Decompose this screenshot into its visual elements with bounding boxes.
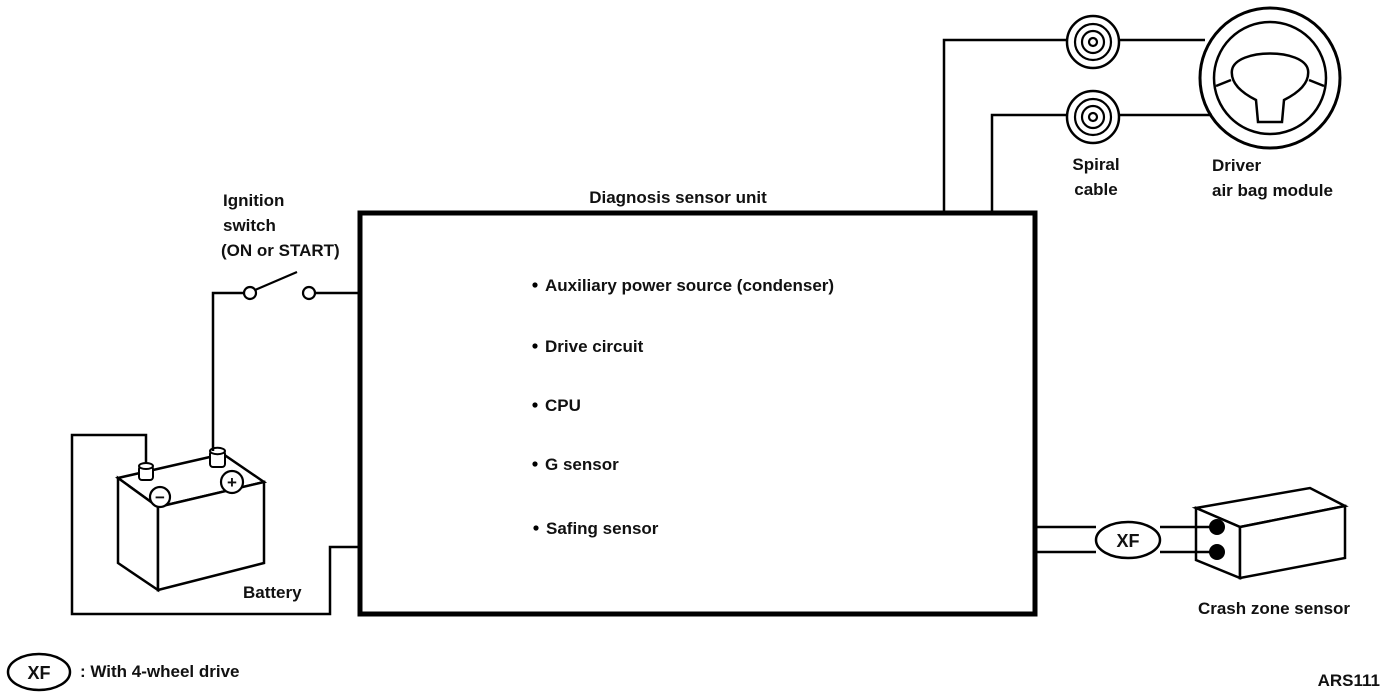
- battery-minus-symbol: −: [155, 488, 165, 507]
- spiral-cable-lower-icon: [1065, 89, 1121, 145]
- minus-sign-icon: [148, 485, 172, 509]
- air-bag-module-label-line2: air bag module: [1212, 181, 1333, 200]
- figure-code: ARS111: [1318, 671, 1380, 690]
- sensor-terminal-lower: [1209, 544, 1225, 560]
- switch-lever: [254, 270, 298, 292]
- ignition-switch: Ignition switch (ON or START): [221, 191, 340, 301]
- bullet-icon: [532, 402, 538, 408]
- legend-xf-symbol-label: XF: [27, 663, 50, 683]
- wheel-spoke-right: [1308, 78, 1325, 88]
- battery-negative-terminal: [138, 462, 154, 481]
- crash-zone-sensor-label: Crash zone sensor: [1198, 599, 1350, 618]
- sensor-side-face: [1238, 504, 1347, 580]
- wire-ground-loop: [70, 433, 360, 616]
- unit-item-safing-sensor: Safing sensor: [546, 519, 659, 538]
- left-wiring: [70, 291, 360, 616]
- spiral-cable-upper-icon: [1065, 14, 1121, 70]
- unit-item-g-sensor: G sensor: [545, 455, 619, 474]
- wheel-spoke-left: [1215, 78, 1232, 88]
- bullet-icon: [532, 282, 538, 288]
- right-wiring: XF: [1035, 520, 1210, 560]
- diagnosis-sensor-unit-title: Diagnosis sensor unit: [589, 188, 767, 207]
- top-wiring: [942, 38, 1212, 213]
- wire-battery-to-switch: [211, 291, 244, 451]
- ignition-switch-label-line1: Ignition: [223, 191, 284, 210]
- steering-wheel-inner: [1212, 20, 1328, 136]
- unit-item-list: Auxiliary power source (condenser) Drive…: [532, 276, 834, 538]
- diagnosis-sensor-unit: Diagnosis sensor unit Auxiliary power so…: [357, 188, 1038, 617]
- switch-contact-right: [301, 285, 317, 301]
- xf-connector: [1094, 520, 1162, 560]
- driver-air-bag-module: Driver air bag module: [1198, 6, 1342, 200]
- bullet-icon: [532, 343, 538, 349]
- bullet-icon: [532, 461, 538, 467]
- bullet-icon: [533, 525, 539, 531]
- battery: − + Battery: [115, 446, 302, 602]
- legend-xf-symbol: [6, 652, 72, 692]
- switch-contact-left: [242, 285, 258, 301]
- plus-sign-icon: [219, 469, 245, 495]
- spiral-cable-label-line1: Spiral: [1072, 155, 1119, 174]
- air-bag-module-label-line1: Driver: [1212, 156, 1262, 175]
- unit-item-cpu: CPU: [545, 396, 581, 415]
- air-bag-pad-icon: [1230, 52, 1310, 124]
- sensor-terminal-upper: [1209, 519, 1225, 535]
- legend-text: : With 4-wheel drive: [80, 662, 239, 681]
- ignition-switch-label-line3: (ON or START): [221, 241, 340, 260]
- wire-unit-to-spiral-upper: [942, 38, 1067, 213]
- battery-label: Battery: [243, 583, 302, 602]
- battery-plus-symbol: +: [227, 473, 237, 492]
- wire-unit-to-spiral-lower: [990, 113, 1067, 213]
- crash-zone-sensor: Crash zone sensor: [1191, 486, 1350, 618]
- legend: XF : With 4-wheel drive: [6, 652, 239, 692]
- diagnosis-sensor-unit-box: [357, 210, 1038, 617]
- unit-item-auxiliary-power: Auxiliary power source (condenser): [545, 276, 834, 295]
- xf-connector-label: XF: [1116, 531, 1139, 551]
- spiral-cable-label-line2: cable: [1074, 180, 1117, 199]
- spiral-cable-group: Spiral cable: [1065, 14, 1121, 199]
- unit-item-drive-circuit: Drive circuit: [545, 337, 644, 356]
- ignition-switch-label-line2: switch: [223, 216, 276, 235]
